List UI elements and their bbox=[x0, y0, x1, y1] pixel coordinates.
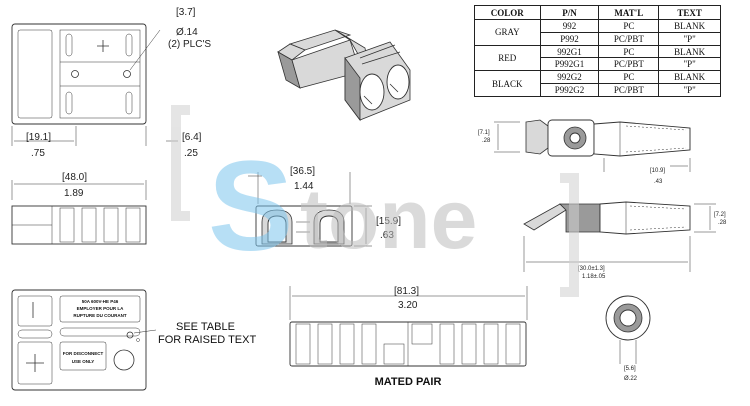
table-row: GRAY 992 PC BLANK bbox=[474, 19, 721, 46]
table-row: P992 PC/PBT "P" bbox=[475, 31, 721, 46]
pn-cell: 992 bbox=[539, 19, 600, 33]
mated-pair-label: MATED PAIR bbox=[375, 376, 442, 388]
contact-end-view: [5.6] Ø.22 bbox=[605, 295, 651, 382]
header-matl: MAT'L bbox=[598, 5, 660, 20]
table-row: BLACK 992G2 PC BLANK bbox=[474, 70, 721, 97]
top-front-view: [3.7] Ø.14 (2) PLC'S [19.1] .75 [6.4] .2… bbox=[11, 7, 211, 159]
dim-56-in: Ø.22 bbox=[624, 376, 638, 382]
dim-300-mm: [30.0±1.3] bbox=[578, 266, 605, 272]
matl-cell: PC bbox=[598, 19, 660, 33]
dim-56-mm: [5.6] bbox=[624, 366, 636, 372]
pn-cell: P992 bbox=[539, 31, 600, 46]
isometric-connector bbox=[277, 29, 411, 122]
dim-19-mm: [19.1] bbox=[26, 132, 51, 143]
dim-64-in: .25 bbox=[184, 148, 198, 159]
header-pn: P/N bbox=[539, 5, 600, 20]
dim-71-in: .28 bbox=[482, 138, 491, 144]
label-view: 50A 600V-HE P46 EMPLOYER POUR LA RUPTURE… bbox=[11, 289, 256, 391]
matl-cell: PC bbox=[598, 70, 660, 85]
table-row: P992G2 PC/PBT "P" bbox=[475, 83, 721, 97]
text-cell: "P" bbox=[658, 31, 721, 46]
contact-side-view: [7.2] .28 [30.0±1.3] 1.18±.05 bbox=[523, 201, 727, 280]
dim-72-mm: [7.2] bbox=[714, 212, 726, 218]
dim-813-in: 3.20 bbox=[398, 300, 418, 311]
dim-159-in: .63 bbox=[380, 230, 394, 241]
dim-64-mm: [6.4] bbox=[182, 132, 202, 143]
pn-cell: P992G2 bbox=[539, 83, 600, 97]
dim-159-mm: [15.9] bbox=[376, 216, 401, 227]
dim-109-mm: [10.9] bbox=[650, 168, 665, 174]
see-table-line-1: SEE TABLE bbox=[176, 321, 235, 333]
watermark-tone: tone bbox=[300, 172, 477, 266]
pn-cell: 992G2 bbox=[539, 70, 600, 85]
matl-cell: PC/PBT bbox=[598, 83, 660, 97]
dim-109-in: .43 bbox=[654, 179, 663, 185]
header-text: TEXT bbox=[658, 5, 721, 20]
dim-48-mm: [48.0] bbox=[62, 172, 87, 183]
plate-line-2: EMPLOYER POUR LA bbox=[77, 306, 125, 311]
pn-cell: 992G1 bbox=[539, 44, 600, 59]
table-row: RED 992G1 PC BLANK bbox=[474, 44, 721, 72]
matl-cell: PC bbox=[598, 44, 660, 59]
header-color: COLOR bbox=[474, 5, 541, 20]
see-table-line-2: FOR RAISED TEXT bbox=[158, 334, 256, 346]
text-cell: "P" bbox=[658, 57, 721, 72]
pn-cell: P992G1 bbox=[539, 57, 600, 72]
dim-48-in: 1.89 bbox=[64, 188, 84, 199]
disconnect-line-2: USE ONLY bbox=[72, 359, 95, 364]
table-row: P992G1 PC/PBT "P" bbox=[475, 57, 721, 72]
disconnect-line-1: FOR DISCONNECT bbox=[63, 351, 104, 356]
dim-300-in: 1.18±.05 bbox=[582, 274, 606, 280]
matl-cell: PC/PBT bbox=[598, 57, 660, 72]
plate-line-3: RUPTURE DU COURANT bbox=[73, 313, 126, 318]
hole-count: (2) PLC'S bbox=[168, 39, 211, 50]
hole-dim-mm: [3.7] bbox=[176, 7, 196, 18]
watermark-s: S bbox=[208, 135, 293, 278]
matl-cell: PC/PBT bbox=[598, 31, 660, 46]
color-cell: RED bbox=[474, 44, 541, 72]
side-view: [48.0] 1.89 bbox=[11, 172, 147, 245]
text-cell: BLANK bbox=[658, 44, 721, 59]
dim-72-in: .28 bbox=[718, 220, 727, 226]
stone-watermark: S tone bbox=[171, 105, 579, 297]
center-front-view: [36.5] 1.44 [15.9] .63 bbox=[248, 166, 401, 247]
text-cell: BLANK bbox=[658, 19, 721, 33]
color-cell: BLACK bbox=[474, 70, 541, 97]
text-cell: "P" bbox=[658, 83, 721, 97]
spec-table: COLOR P/N MAT'L TEXT GRAY 992 PC BLANK P… bbox=[474, 5, 721, 97]
dim-71-mm: [7.1] bbox=[478, 130, 490, 136]
hole-dim-in: Ø.14 bbox=[176, 27, 198, 38]
contact-top-view: [7.1] .28 [10.9] .43 bbox=[478, 119, 691, 185]
dim-365-mm: [36.5] bbox=[290, 166, 315, 177]
color-cell: GRAY bbox=[474, 19, 541, 46]
dim-813-mm: [81.3] bbox=[394, 286, 419, 297]
dim-365-in: 1.44 bbox=[294, 181, 314, 192]
dim-19-in: .75 bbox=[31, 148, 45, 159]
table-header-row: COLOR P/N MAT'L TEXT bbox=[474, 5, 721, 20]
plate-line-1: 50A 600V-HE P46 bbox=[82, 299, 119, 304]
text-cell: BLANK bbox=[658, 70, 721, 85]
mated-pair-view: [81.3] 3.20 MATED PAIR bbox=[289, 286, 528, 388]
